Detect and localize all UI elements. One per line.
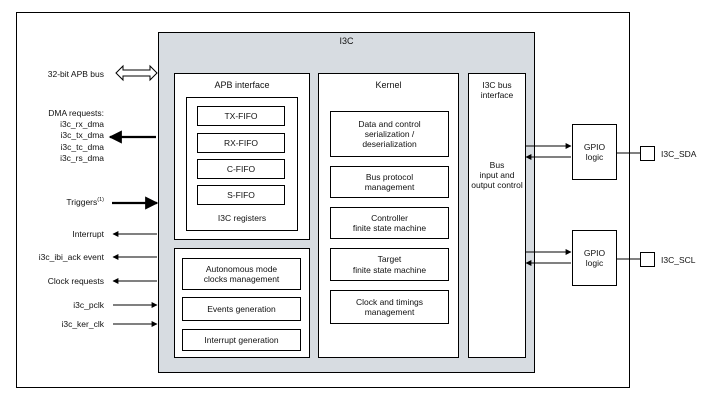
- scl-pin-label: I3C_SCL: [661, 255, 696, 265]
- bus-protocol-box: Bus protocol management: [330, 166, 449, 198]
- ibi-ack-event-label: i3c_ibi_ack event: [38, 252, 104, 262]
- s-fifo: S-FIFO: [197, 185, 285, 205]
- pclk-label: i3c_pclk: [73, 300, 104, 310]
- events-generation-box: Events generation: [182, 297, 301, 321]
- dma-requests-label: DMA requests: i3c_rx_dma i3c_tx_dma i3c_…: [48, 108, 104, 163]
- interrupt-label: Interrupt: [72, 229, 104, 239]
- i3c-title: I3C: [339, 36, 354, 46]
- autonomous-clocks-box: Autonomous mode clocks management: [182, 258, 301, 290]
- scl-pin-pad: [640, 252, 655, 267]
- sda-pin-label: I3C_SDA: [661, 149, 697, 159]
- i3c-registers-label: I3C registers: [217, 213, 267, 223]
- rx-fifo: RX-FIFO: [197, 133, 285, 153]
- ker-clk-label: i3c_ker_clk: [61, 319, 104, 329]
- bus-control-label: Bus input and output control: [471, 160, 523, 191]
- clock-timings-box: Clock and timings management: [330, 290, 449, 324]
- triggers-label: Triggers(1): [8, 197, 104, 207]
- triggers-text: Triggers: [66, 197, 98, 207]
- triggers-footnote: (1): [97, 197, 104, 204]
- apb-bus-label: 32-bit APB bus: [47, 69, 104, 79]
- interrupt-generation-box: Interrupt generation: [182, 329, 301, 351]
- gpio-logic-sda: GPIO logic: [572, 124, 617, 180]
- bus-interface-panel: [468, 73, 526, 358]
- c-fifo: C-FIFO: [197, 159, 285, 179]
- tx-fifo: TX-FIFO: [197, 106, 285, 126]
- kernel-title: Kernel: [375, 80, 402, 90]
- apb-interface-title: APB interface: [214, 80, 270, 90]
- bus-interface-title: I3C bus interface: [480, 80, 514, 101]
- clock-requests-label: Clock requests: [47, 276, 104, 286]
- controller-fsm-box: Controller finite state machine: [330, 207, 449, 239]
- gpio-logic-scl: GPIO logic: [572, 230, 617, 286]
- sda-pin-pad: [640, 146, 655, 161]
- target-fsm-box: Target finite state machine: [330, 248, 449, 281]
- apb-bus-arrow: [115, 64, 158, 82]
- serialization-box: Data and control serialization / deseria…: [330, 111, 449, 157]
